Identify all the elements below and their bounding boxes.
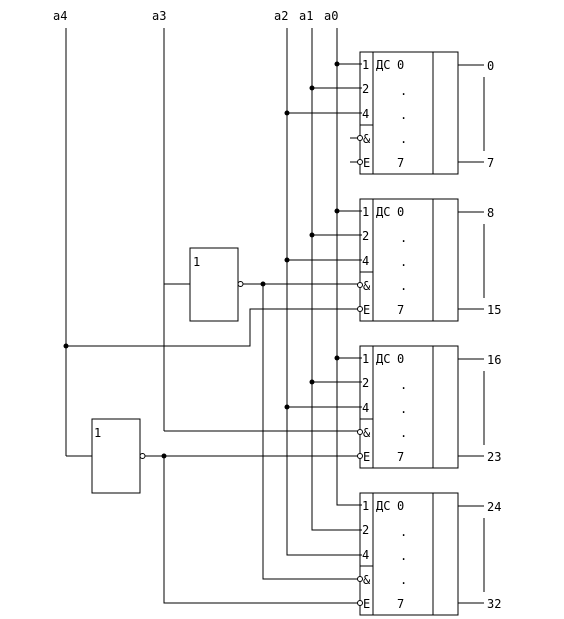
decoder-1-title: ДС [376,58,390,72]
input-label-a1: a1 [299,9,313,23]
decoder-1-ellipsis-1: . [400,84,407,98]
decoder-4-body [359,492,459,616]
decoder-1-pin-4: 4 [362,107,369,121]
decoder-3-title: ДС [376,352,390,366]
junction-a1-1 [309,85,315,91]
decoder-3-and-bubble [357,429,363,435]
decoder-3-label-last: 23 [487,450,501,464]
decoder-1-and-bubble [357,135,363,141]
decoder-4-pin-2: 2 [362,523,369,537]
decoder-2-pin-1: 1 [362,205,369,219]
decoder-4-out-last: 7 [397,597,404,611]
bus-a2 [286,28,362,556]
decoder-4-pin-4: 4 [362,548,369,562]
decoder-2-ellipsis-2: . [400,255,407,269]
decoder-1-pin-1: 1 [362,58,369,72]
decoder-3-ellipsis-2: . [400,402,407,416]
decoder-2-ellipsis-1: . [400,231,407,245]
input-label-a0: a0 [324,9,338,23]
decoder-1-e-bubble [357,159,363,165]
decoder-3-ellipsis-1: . [400,378,407,392]
decoder-2-e-bubble [357,306,363,312]
decoder-3-pin-and: & [363,426,371,440]
wire-not-a4-to-dec4 [163,456,358,604]
decoder-3-pin-1: 1 [362,352,369,366]
input-label-a2: a2 [274,9,288,23]
decoder-4-out-first: 0 [397,499,404,513]
bus-a1 [311,28,362,531]
decoder-3-pin-4: 4 [362,401,369,415]
decoder-3-out-first: 0 [397,352,404,366]
decoder-4-ellipsis-1: . [400,525,407,539]
decoder-1-out-first: 0 [397,58,404,72]
decoder-1-pin-and: & [363,132,371,146]
decoder-3-out-last: 7 [397,450,404,464]
decoder-2-and-bubble [357,282,363,288]
junction-a0-3 [334,355,340,361]
decoder-2-ellipsis-3: . [400,279,407,293]
junction-a4 [63,343,69,349]
junction-a1-2 [309,232,315,238]
decoder-4-e-bubble [357,600,363,606]
lower-inverter-label: 1 [94,426,101,440]
decoder-4-pin-e: E [363,597,370,611]
decoder-2-pin-2: 2 [362,229,369,243]
junction-a0-2 [334,208,340,214]
decoder-4-pin-1: 1 [362,499,369,513]
wire-not-a3-to-dec4 [262,284,358,580]
junction-a1-3 [309,379,315,385]
decoder-3-e-bubble [357,453,363,459]
decoder-2-pin-and: & [363,279,371,293]
upper-inverter-bubble [237,281,244,287]
decoder-3-label-first: 16 [487,353,501,367]
junction-a2-2 [284,257,290,263]
decoder-1-label-last: 7 [487,156,494,170]
lower-inverter-bubble [139,453,146,459]
bus-a0 [336,28,362,506]
input-label-a4: a4 [53,9,67,23]
decoder-2-pin-e: E [363,303,370,317]
decoder-2-body [359,198,459,322]
decoder-2-out-last: 7 [397,303,404,317]
decoder-3-body [359,345,459,469]
decoder-1-pin-e: E [363,156,370,170]
junction-a0-1 [334,61,340,67]
decoder-3-pin-2: 2 [362,376,369,390]
decoder-4-label-last: 32 [487,597,501,611]
decoder-4-pin-and: & [363,573,371,587]
decoder-1-body [359,51,459,175]
decoder-3-pin-e: E [363,450,370,464]
decoder-1-label-first: 0 [487,59,494,73]
decoder-1-ellipsis-3: . [400,132,407,146]
decoder-2-title: ДС [376,205,390,219]
decoder-1-out-last: 7 [397,156,404,170]
input-label-a3: a3 [152,9,166,23]
decoder-4-title: ДС [376,499,390,513]
junction-a2-1 [284,110,290,116]
decoder-2-pin-4: 4 [362,254,369,268]
decoder-1-pin-2: 2 [362,82,369,96]
decoder-3-ellipsis-3: . [400,426,407,440]
decoder-2-out-first: 0 [397,205,404,219]
decoder-4-ellipsis-3: . [400,573,407,587]
junction-a2-3 [284,404,290,410]
decoder-1-ellipsis-2: . [400,108,407,122]
decoder-2-label-last: 15 [487,303,501,317]
decoder-4-label-first: 24 [487,500,501,514]
upper-inverter-label: 1 [193,255,200,269]
wire-a4-to-dec2-e [66,308,358,347]
decoder-4-ellipsis-2: . [400,549,407,563]
decoder-4-and-bubble [357,576,363,582]
decoder-2-label-first: 8 [487,206,494,220]
